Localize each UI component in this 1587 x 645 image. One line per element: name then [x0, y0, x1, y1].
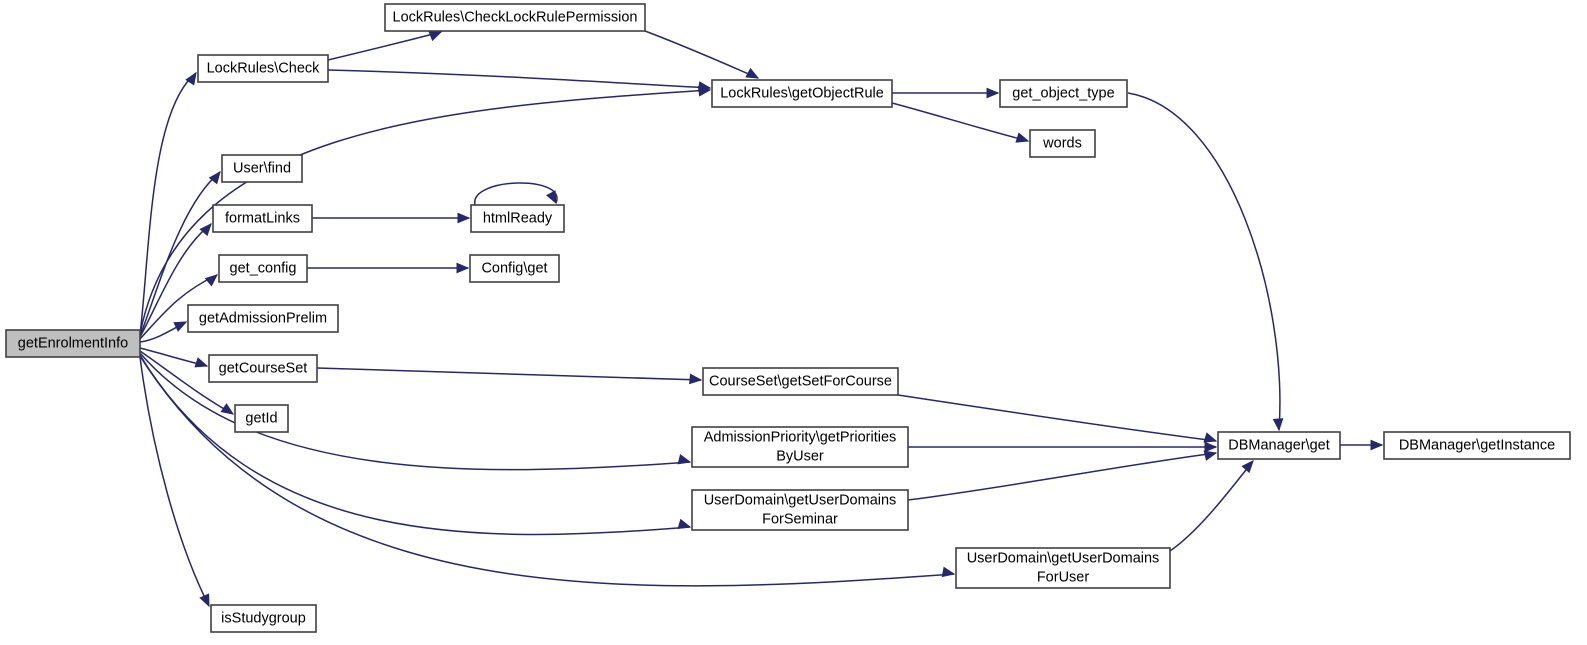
edge-getEnrolmentInfo-to-getuserdomainsforseminar — [139, 354, 692, 536]
node-box-dbmanagergetinstance[interactable] — [1383, 431, 1571, 460]
node-box-getuserdomainsforuser[interactable] — [955, 547, 1171, 589]
edge-getEnrolmentInfo-to-getadmissionprelim — [139, 321, 188, 343]
node-box-get_config[interactable] — [218, 254, 308, 283]
node-getsetforcourse[interactable]: CourseSet\getSetForCourse — [702, 367, 899, 396]
node-getadmissionprelim[interactable]: getAdmissionPrelim — [187, 304, 339, 333]
node-label-dbmanagerget: DBManager\get — [1228, 437, 1330, 453]
node-box-get_object_type[interactable] — [999, 79, 1128, 108]
edge-getuserdomainsforseminar-to-dbmanagerget — [907, 450, 1218, 501]
node-label-userfind: User\find — [233, 160, 291, 176]
node-formatlinks[interactable]: formatLinks — [212, 204, 313, 233]
node-configget[interactable]: Config\get — [469, 254, 560, 283]
edge-getEnrolmentInfo-to-getprioritiesbyuser — [139, 352, 692, 471]
node-box-isstudygroup[interactable] — [210, 604, 317, 633]
node-label-getuserdomainsforuser: ForUser — [1037, 569, 1090, 585]
edge-getsetforcourse-to-dbmanagerget — [897, 394, 1218, 443]
node-label-htmlready: htmlReady — [483, 210, 553, 226]
edge-get_object_type-to-dbmanagerget — [1127, 92, 1284, 432]
edge-getEnrolmentInfo-to-formatlinks — [139, 223, 212, 338]
edge-getEnrolmentInfo-to-lockrules_check — [139, 71, 197, 336]
node-label-getadmissionprelim: getAdmissionPrelim — [199, 310, 327, 326]
edge-getEnrolmentInfo-to-get_config — [139, 274, 218, 340]
node-isstudygroup[interactable]: isStudygroup — [210, 604, 317, 633]
edge-dbmanagerget-to-dbmanagergetinstance — [1340, 439, 1384, 451]
node-box-getEnrolmentInfo[interactable] — [5, 329, 141, 358]
node-box-configget[interactable] — [469, 254, 560, 283]
node-label-getobjectrule: LockRules\getObjectRule — [720, 85, 884, 101]
node-label-getid: getId — [245, 410, 277, 426]
node-label-get_object_type: get_object_type — [1012, 85, 1114, 101]
edge-getobjectrule-to-get_object_type — [892, 87, 1000, 99]
node-dbmanagerget[interactable]: DBManager\get — [1217, 431, 1341, 460]
node-lockrules_check[interactable]: LockRules\Check — [197, 54, 329, 83]
edge-getprioritiesbyuser-to-dbmanagerget — [908, 441, 1218, 453]
edge-getcourseset-to-getsetforcourse — [316, 367, 703, 385]
edge-getEnrolmentInfo-to-getcourseset — [139, 347, 209, 368]
node-words[interactable]: words — [1029, 129, 1096, 158]
edge-getEnrolmentInfo-to-isstudygroup — [139, 356, 210, 608]
node-getcourseset[interactable]: getCourseSet — [208, 354, 318, 383]
node-label-getuserdomainsforuser: UserDomain\getUserDomains — [967, 550, 1160, 566]
node-box-getcourseset[interactable] — [208, 354, 318, 383]
node-box-getadmissionprelim[interactable] — [187, 304, 339, 333]
node-label-getprioritiesbyuser: ByUser — [776, 448, 824, 464]
node-label-getsetforcourse: CourseSet\getSetForCourse — [709, 373, 892, 389]
node-label-getEnrolmentInfo: getEnrolmentInfo — [18, 335, 128, 351]
node-label-formatlinks: formatLinks — [225, 210, 300, 226]
edge-getEnrolmentInfo-to-getuserdomainsforuser — [139, 355, 956, 587]
node-label-lockrules_check: LockRules\Check — [207, 60, 321, 76]
node-box-getsetforcourse[interactable] — [702, 367, 899, 396]
node-box-words[interactable] — [1029, 129, 1096, 158]
node-label-isstudygroup: isStudygroup — [221, 610, 306, 626]
node-label-getuserdomainsforseminar: UserDomain\getUserDomains — [704, 492, 897, 508]
edge-htmlready-to-htmlready — [474, 182, 558, 206]
node-box-lockrules_check[interactable] — [197, 54, 329, 83]
node-label-getcourseset: getCourseSet — [219, 360, 308, 376]
node-userfind[interactable]: User\find — [221, 154, 303, 183]
edge-getEnrolmentInfo-to-userfind — [139, 170, 221, 337]
node-htmlready[interactable]: htmlReady — [470, 204, 565, 233]
edge-getuserdomainsforuser-to-dbmanagerget — [1169, 460, 1254, 552]
node-getEnrolmentInfo[interactable]: getEnrolmentInfo — [5, 329, 141, 358]
node-getobjectrule[interactable]: LockRules\getObjectRule — [711, 79, 893, 108]
node-layer: getEnrolmentInfoLockRules\CheckLockRules… — [5, 3, 1571, 633]
node-box-dbmanagerget[interactable] — [1217, 431, 1341, 460]
edge-getobjectrule-to-words — [891, 102, 1030, 143]
node-label-getprioritiesbyuser: AdmissionPriority\getPriorities — [704, 429, 897, 445]
edge-checklockrulepermission-to-getobjectrule — [644, 30, 760, 79]
node-label-getuserdomainsforseminar: ForSeminar — [762, 511, 838, 527]
node-checklockrulepermission[interactable]: LockRules\CheckLockRulePermission — [384, 3, 646, 32]
node-box-getid[interactable] — [234, 404, 289, 433]
edge-getEnrolmentInfo-to-getid — [139, 350, 235, 415]
node-label-dbmanagergetinstance: DBManager\getInstance — [1399, 437, 1555, 453]
node-label-get_config: get_config — [230, 260, 297, 276]
node-label-configget: Config\get — [481, 260, 547, 276]
node-box-getobjectrule[interactable] — [711, 79, 893, 108]
node-box-formatlinks[interactable] — [212, 204, 313, 233]
node-get_object_type[interactable]: get_object_type — [999, 79, 1128, 108]
edge-formatlinks-to-htmlready — [312, 212, 471, 224]
edge-layer — [139, 30, 1384, 608]
node-box-getuserdomainsforseminar[interactable] — [691, 489, 909, 531]
edge-lockrules_check-to-getobjectrule — [327, 69, 712, 92]
node-getid[interactable]: getId — [234, 404, 289, 433]
node-box-htmlready[interactable] — [470, 204, 565, 233]
node-box-getprioritiesbyuser[interactable] — [691, 426, 909, 468]
node-label-words: words — [1042, 135, 1082, 151]
edge-get_config-to-configget — [307, 262, 470, 274]
edge-lockrules_check-to-checklockrulepermission — [327, 31, 443, 61]
node-box-userfind[interactable] — [221, 154, 303, 183]
node-dbmanagergetinstance[interactable]: DBManager\getInstance — [1383, 431, 1571, 460]
node-box-checklockrulepermission[interactable] — [384, 3, 646, 32]
node-get_config[interactable]: get_config — [218, 254, 308, 283]
node-label-checklockrulepermission: LockRules\CheckLockRulePermission — [393, 9, 638, 25]
